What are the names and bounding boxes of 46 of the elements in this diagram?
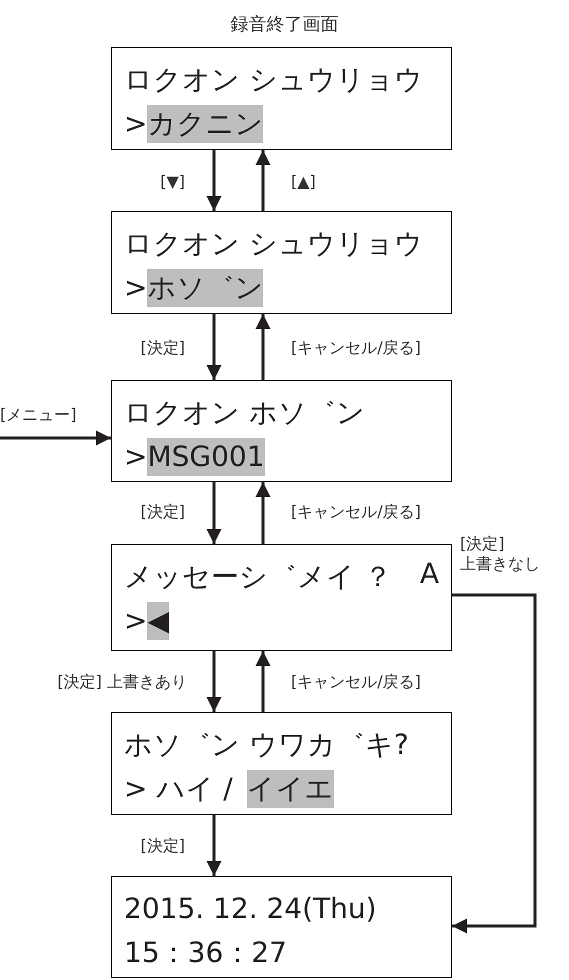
lcd-screen <box>111 47 452 150</box>
screen-text: A <box>420 556 439 592</box>
screen-text: ロクオン シュウリョウ <box>124 62 423 98</box>
edge-label: [▲] <box>291 172 316 192</box>
edge-label: [キャンセル/戻る] <box>291 502 421 522</box>
edge-label: [決定] <box>140 502 185 522</box>
arrow <box>256 150 270 211</box>
screen-text: ホソ゛ン ウワカ゛キ? <box>124 727 409 763</box>
arrow <box>452 594 536 934</box>
screen-text: ロクオン ホソ゛ン <box>124 395 365 431</box>
screen-text: メッセーシ゛メイ ？ <box>124 559 392 595</box>
lcd-screen <box>111 380 452 482</box>
arrow <box>206 815 222 876</box>
screen-title: 録音終了画面 <box>230 13 340 36</box>
arrow <box>256 314 270 380</box>
screen-text: > <box>124 439 148 475</box>
lcd-screen <box>111 712 452 815</box>
arrow <box>206 651 222 712</box>
arrow <box>0 430 111 446</box>
lcd-screen <box>111 211 452 314</box>
edge-label: [決定] 上書きなし <box>460 534 540 574</box>
lcd-screen <box>111 544 452 651</box>
arrow <box>206 150 222 211</box>
lcd-screen <box>111 876 452 978</box>
highlighted-text: イイエ <box>246 770 334 808</box>
highlighted-text: ホソ゛ン <box>147 269 264 307</box>
highlighted-text: カクニン <box>147 105 264 143</box>
edge-label: [メニュー] <box>0 405 76 425</box>
edge-label: [キャンセル/戻る] <box>291 338 421 358</box>
edge-label: [決定] <box>140 836 185 856</box>
arrow <box>256 651 270 712</box>
screen-text: ロクオン シュウリョウ <box>124 226 423 262</box>
screen-text: 2015. 12. 24(Thu) <box>124 891 377 927</box>
screen-text: > ハイ / <box>124 771 233 807</box>
edge-label: [キャンセル/戻る] <box>291 672 421 692</box>
screen-text: 15：36：27 <box>124 935 287 971</box>
arrow <box>256 482 270 544</box>
screen-text: > <box>124 106 148 142</box>
screen-text: > <box>124 270 148 306</box>
edge-label: [決定] <box>140 338 185 358</box>
highlighted-text: MSG001 <box>147 438 265 476</box>
arrow <box>206 482 222 544</box>
edge-label: [▼] <box>160 172 185 192</box>
arrow <box>206 314 222 380</box>
highlighted-text: ◀ <box>147 602 170 640</box>
screen-text: > <box>124 603 148 639</box>
